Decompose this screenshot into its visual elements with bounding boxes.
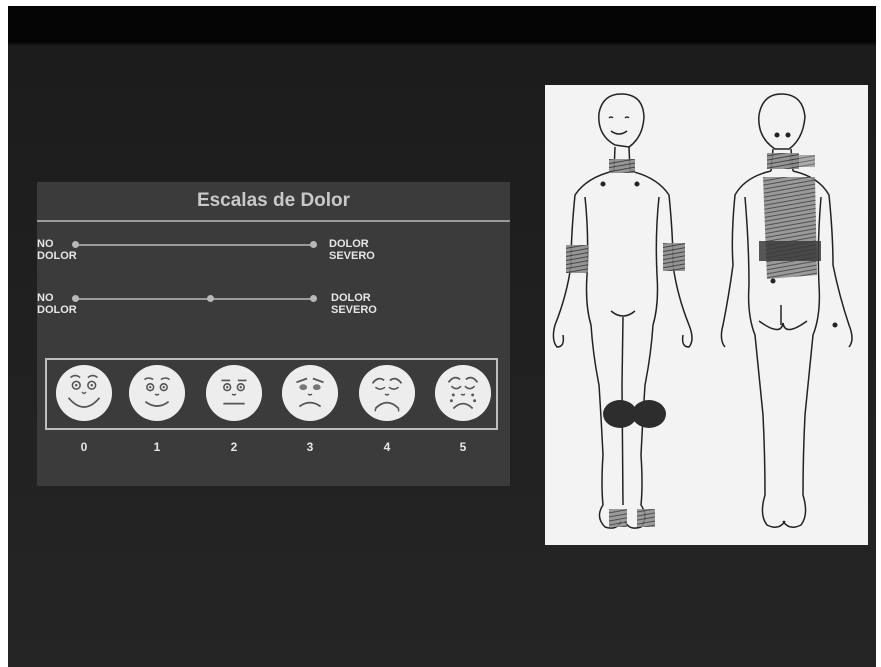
title-divider	[37, 220, 510, 222]
scale2-left-label: NO DOLOR	[37, 292, 77, 316]
scale1-right-label-line1: DOLOR	[329, 238, 375, 250]
scale1-line	[75, 244, 316, 246]
face-score-3: 3	[300, 440, 320, 454]
scale1-left-label: NO DOLOR	[37, 238, 77, 262]
scale2-left-label-line1: NO	[37, 292, 77, 304]
neutral-face-icon	[205, 364, 263, 422]
crying-face-icon	[434, 364, 492, 422]
scale1-start-dot	[72, 241, 79, 248]
face-score-0: 0	[74, 440, 94, 454]
front-shaded-regions	[566, 159, 685, 527]
scale2-start-dot	[72, 295, 79, 302]
happy-face-icon	[55, 364, 113, 422]
scale2-line	[75, 298, 316, 300]
scale2-right-label-line2: SEVERO	[331, 304, 377, 316]
scale2-right-label-line1: DOLOR	[331, 292, 377, 304]
scale2-right-label: DOLOR SEVERO	[331, 292, 377, 316]
pain-scale-panel: Escalas de Dolor NO DOLOR DOLOR SEVERO N…	[37, 182, 510, 486]
face-score-1: 1	[147, 440, 167, 454]
scale1-right-label-line2: SEVERO	[329, 250, 375, 262]
face-score-4: 4	[377, 440, 397, 454]
sad-face-icon	[281, 364, 339, 422]
scale1-end-dot	[310, 241, 317, 248]
scale1-left-label-line2: DOLOR	[37, 250, 77, 262]
face-score-5: 5	[453, 440, 473, 454]
scale2-left-label-line2: DOLOR	[37, 304, 77, 316]
very-sad-face-icon	[358, 364, 416, 422]
body-pain-diagram	[545, 85, 868, 545]
panel-title: Escalas de Dolor	[37, 190, 510, 212]
content-face-icon	[128, 364, 186, 422]
face-score-2: 2	[224, 440, 244, 454]
scale1-right-label: DOLOR SEVERO	[329, 238, 375, 262]
slide-background: Escalas de Dolor NO DOLOR DOLOR SEVERO N…	[8, 6, 876, 667]
scale2-end-dot	[310, 295, 317, 302]
scale1-left-label-line1: NO	[37, 238, 77, 250]
body-outline-drawing	[545, 85, 868, 545]
scale2-mid-dot	[207, 295, 214, 302]
